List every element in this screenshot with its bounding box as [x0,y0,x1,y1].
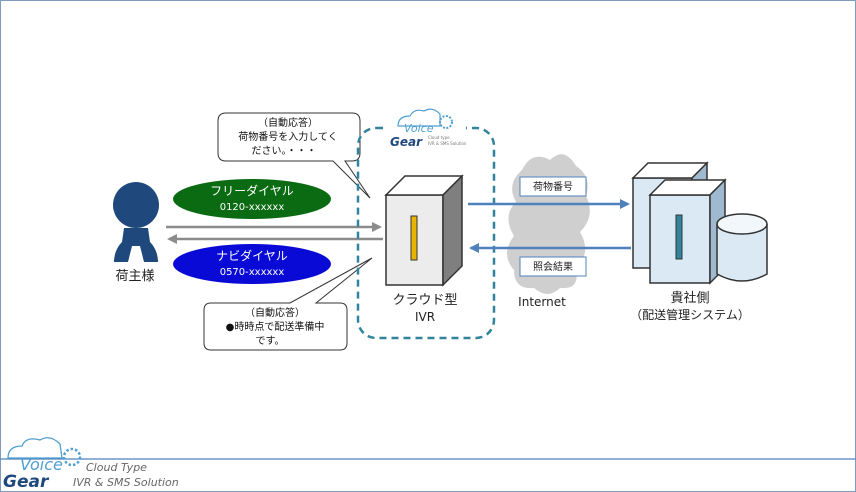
bubble-bottom-line3: です。 [256,335,285,347]
logo-small-voice: Voice [404,122,434,135]
logo-small-tagline1: Cloud type [428,135,450,140]
bubble-bottom-line2: ●時時点で配送準備中 [226,320,325,333]
footer-logo-gear: Gear [3,472,50,492]
navi-dial-number: 0570-xxxxxx [220,267,285,278]
request-label: 荷物番号 [533,180,573,193]
speech-bubble-bottom: （自動応答） ●時時点で配送準備中 です。 [203,257,373,351]
response-label: 照会結果 [533,260,573,273]
free-dial-badge: フリーダイヤル 0120-xxxxxx [173,179,331,219]
company-label-line1: 貴社側 [670,290,709,306]
company-server-front-icon [648,178,727,285]
free-dial-number: 0120-xxxxxx [220,202,285,213]
shipper-icon [113,182,159,262]
speech-bubble-top: （自動応答） 荷物番号を入力してく ださい。・・・ [217,112,371,199]
ivr-label-line2: IVR [415,310,435,324]
free-dial-name: フリーダイヤル [210,183,294,198]
gear-icon [62,447,82,467]
database-icon [716,213,768,282]
logo-small-tagline2: IVR & SMS Solution [428,141,467,146]
request-tag: 荷物番号 [519,176,587,197]
bubble-top-line1: （自動応答） [258,116,318,129]
footer-logo-line2: IVR & SMS Solution [73,476,179,489]
footer-logo-line1: Cloud Type [86,461,147,474]
footer-logo-voice: Voice [20,455,63,474]
logo-small-gear: Gear [390,135,423,149]
ivr-label-line1: クラウド型 [392,293,457,308]
bubble-top-line3: ださい。・・・ [252,145,317,157]
gear-icon [439,115,453,129]
bubble-bottom-line1: （自動応答） [245,306,305,319]
voicegear-logo-small: Voice Gear Cloud type IVR & SMS Solution [384,108,467,149]
ivr-server-icon [384,174,464,287]
navi-dial-name: ナビダイヤル [216,248,288,263]
voicegear-logo-footer: Voice Gear Cloud Type IVR & SMS Solution [3,437,179,492]
company-label-line2: （配送管理システム） [630,307,750,322]
shipper-label: 荷主様 [115,269,154,284]
navi-dial-badge: ナビダイヤル 0570-xxxxxx [173,244,331,284]
internet-label: Internet [518,295,566,309]
bubble-top-line2: 荷物番号を入力してく [238,130,337,143]
response-tag: 照会結果 [519,256,587,277]
